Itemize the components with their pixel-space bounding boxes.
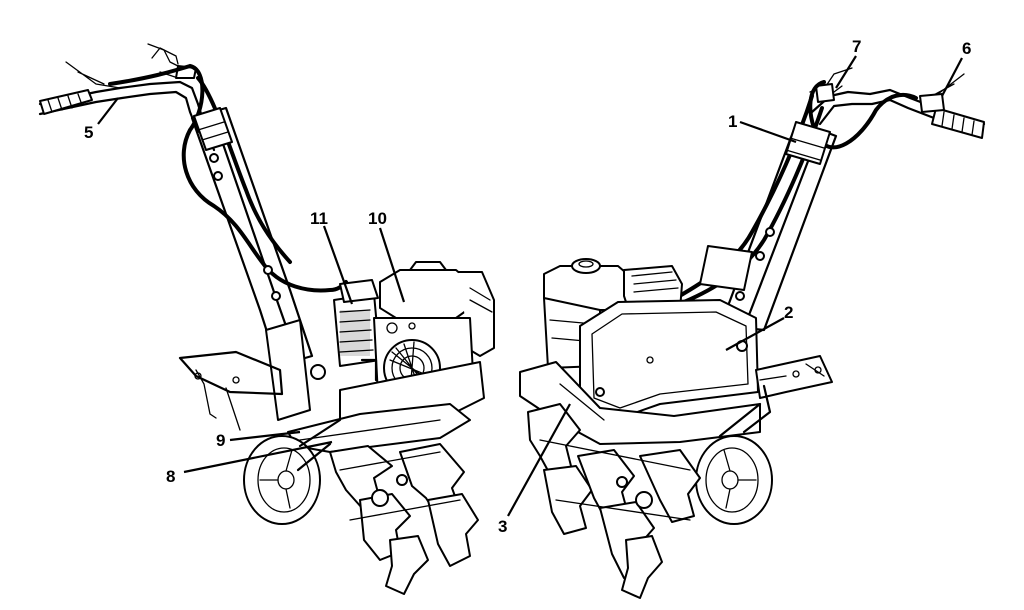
callout-10: 10 xyxy=(368,209,387,228)
leader-9 xyxy=(229,430,301,442)
leader-7 xyxy=(835,55,857,89)
callout-labels: 1 2 3 5 6 7 8 9 10 11 xyxy=(84,37,971,536)
right-belt-cover xyxy=(579,299,759,419)
right-hand-grip xyxy=(931,107,985,139)
leader-1 xyxy=(739,120,797,144)
leader-6 xyxy=(941,57,963,97)
left-tiller xyxy=(38,43,495,595)
left-control-cable xyxy=(108,63,348,293)
callout-11: 11 xyxy=(310,209,328,228)
right-handlebar xyxy=(809,67,986,139)
left-hand-grip xyxy=(39,89,93,115)
callout-1: 1 xyxy=(728,112,737,131)
callout-leaders xyxy=(97,55,963,517)
callout-9: 9 xyxy=(216,431,225,450)
left-transport-wheel xyxy=(243,418,342,525)
left-control-lever xyxy=(65,61,121,89)
right-handle-tube xyxy=(699,121,838,332)
right-tines xyxy=(527,403,701,599)
right-transport-wheel xyxy=(695,435,773,525)
callout-7: 7 xyxy=(852,37,861,56)
callout-5: 5 xyxy=(84,123,93,142)
callout-2: 2 xyxy=(784,303,793,322)
left-fuel-tank xyxy=(379,269,471,319)
left-handle-tube xyxy=(190,106,326,380)
leader-2 xyxy=(725,317,785,351)
leader-10 xyxy=(378,227,406,303)
leader-5 xyxy=(97,97,119,125)
left-tine-shield xyxy=(178,319,485,453)
callout-3: 3 xyxy=(498,517,507,536)
leader-11 xyxy=(322,225,354,305)
left-drag-bar xyxy=(178,350,284,396)
right-tiller xyxy=(519,67,986,599)
leader-8 xyxy=(183,440,333,474)
callout-6: 6 xyxy=(962,39,971,58)
leader-3 xyxy=(507,403,571,517)
left-tines xyxy=(329,443,479,595)
callout-8: 8 xyxy=(166,467,175,486)
